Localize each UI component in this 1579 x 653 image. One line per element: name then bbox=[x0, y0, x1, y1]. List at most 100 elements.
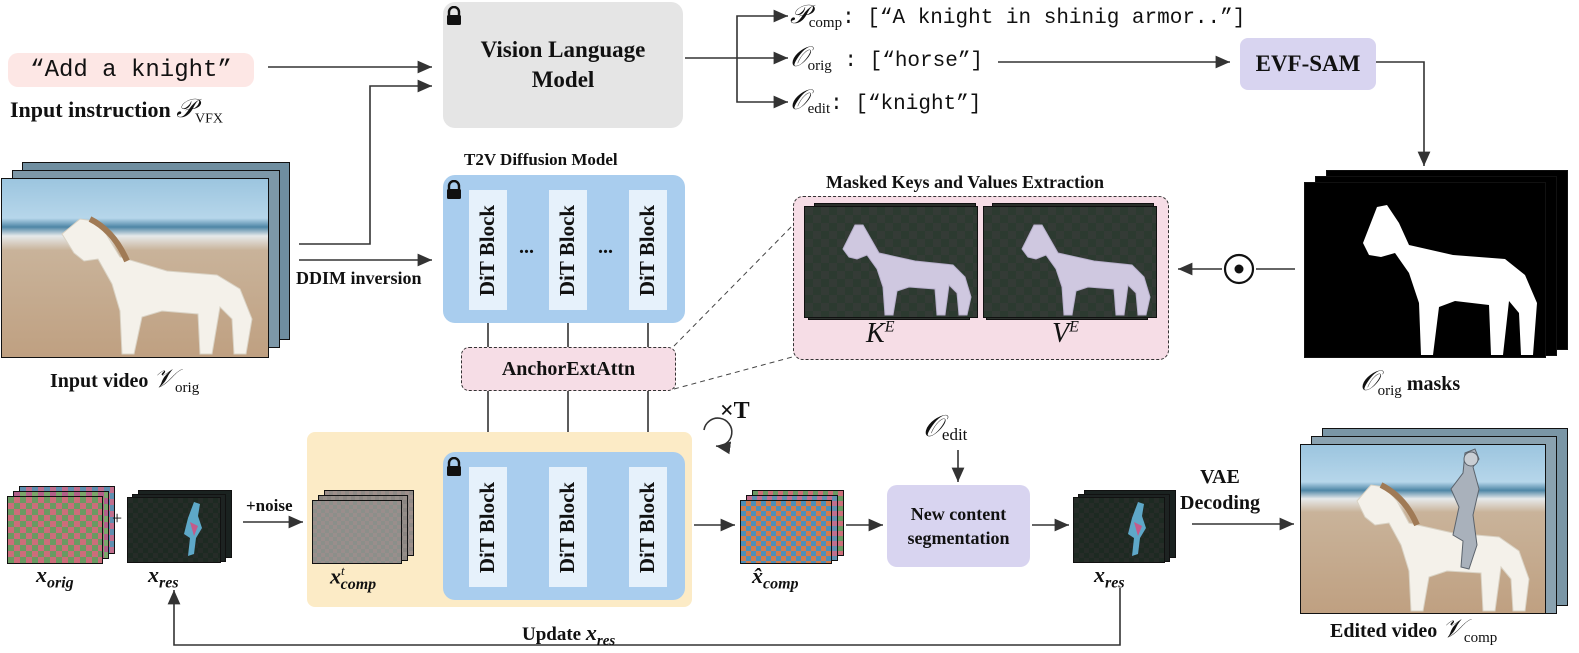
horse-image bbox=[61, 216, 253, 355]
knight-residual-image bbox=[184, 502, 202, 556]
masks-sub: orig bbox=[1377, 383, 1402, 399]
new-content-segmentation-box: New content segmentation bbox=[887, 485, 1030, 567]
x-res-frame bbox=[127, 497, 221, 563]
x-res-right-frame bbox=[1073, 497, 1165, 563]
dit-block: DiT Block bbox=[549, 467, 587, 587]
update-sym: x bbox=[585, 620, 597, 645]
input-video-frame bbox=[1, 178, 269, 358]
horse-key-image bbox=[842, 224, 972, 316]
edited-video-frame bbox=[1300, 444, 1546, 614]
x-res-right-sym: x bbox=[1094, 562, 1105, 587]
vae-decoding-label: VAE Decoding bbox=[1180, 466, 1260, 514]
key-frame bbox=[804, 206, 978, 318]
x-res-right-sub: res bbox=[1105, 574, 1125, 592]
mask-frame bbox=[1304, 182, 1546, 358]
key-label: KE bbox=[866, 318, 894, 350]
x-orig-frame bbox=[7, 496, 103, 564]
t2v-title: T2V Diffusion Model bbox=[464, 150, 618, 169]
dit-block: DiT Block bbox=[629, 467, 667, 587]
horse-knight-image bbox=[1356, 448, 1530, 612]
o-edit-input: 𝒪edit bbox=[923, 410, 967, 445]
value-sup: E bbox=[1069, 318, 1079, 336]
hadamard-icon bbox=[1223, 253, 1255, 285]
o-edit-value: : [“knight”] bbox=[830, 93, 982, 116]
x-comp-frame bbox=[312, 500, 402, 564]
lock-icon bbox=[447, 180, 461, 199]
o-orig-value: : [“horse”] bbox=[831, 50, 984, 73]
o-orig-output: 𝒪orig : [“horse”] bbox=[790, 42, 983, 75]
dit-block-label: DiT Block bbox=[475, 204, 500, 296]
dit-block-label: DiT Block bbox=[475, 481, 500, 573]
x-orig-label: xorig bbox=[36, 562, 74, 592]
x-res-label: xres bbox=[148, 562, 179, 592]
knight-residual-image bbox=[1128, 502, 1146, 556]
dit-block: DiT Block bbox=[469, 467, 507, 587]
dit-block-label: DiT Block bbox=[635, 481, 660, 573]
x-hat-sub: comp bbox=[763, 575, 799, 593]
update-label: Update xres bbox=[522, 620, 615, 650]
o-edit-top-sub: edit bbox=[941, 425, 968, 445]
vision-language-model-box: Vision Language Model bbox=[443, 2, 683, 128]
new-content-segmentation-label: New content segmentation bbox=[907, 504, 1010, 548]
masks-label-text: masks bbox=[1406, 373, 1461, 395]
o-edit-sym: 𝒪 bbox=[790, 85, 808, 116]
x-orig-sub: orig bbox=[47, 574, 74, 592]
edited-video-label: Edited video 𝒱comp bbox=[1330, 614, 1497, 647]
update-sub: res bbox=[596, 632, 616, 649]
dit-block-label: DiT Block bbox=[555, 481, 580, 573]
lock-icon bbox=[447, 457, 461, 476]
input-video-label-text: Input video bbox=[50, 370, 149, 392]
p-comp-sym: 𝒫 bbox=[790, 0, 809, 29]
dit-block-label: DiT Block bbox=[555, 204, 580, 296]
p-comp-sub: comp bbox=[808, 15, 843, 32]
value-label: VE bbox=[1052, 318, 1079, 350]
edited-video-label-text: Edited video bbox=[1330, 620, 1438, 642]
loop-count-label: ×T bbox=[720, 398, 750, 424]
instruction-sub: VFX bbox=[195, 111, 224, 127]
evf-sam-box: EVF-SAM bbox=[1240, 38, 1376, 90]
x-hat-frame bbox=[740, 500, 832, 564]
instruction-box: “Add a knight” bbox=[8, 53, 254, 87]
x-orig-sym: x bbox=[36, 562, 47, 587]
o-orig-sym: 𝒪 bbox=[790, 42, 808, 73]
horse-value-image bbox=[1021, 224, 1151, 316]
instruction-label-text: Input instruction bbox=[10, 97, 171, 122]
x-res-sym: x bbox=[148, 562, 159, 587]
instruction-label: Input instruction 𝒫VFX bbox=[10, 94, 223, 127]
lock-icon bbox=[447, 6, 461, 25]
input-video-sub: orig bbox=[175, 380, 200, 396]
update-label-text: Update bbox=[522, 624, 582, 645]
x-comp-sup: t bbox=[341, 563, 345, 578]
edited-video-sym: 𝒱 bbox=[1442, 614, 1464, 643]
plus-sign: + bbox=[112, 508, 123, 528]
p-comp-output: 𝒫comp: [“A knight in shinig armor..”] bbox=[790, 0, 1245, 32]
vlm-title: Vision Language Model bbox=[480, 37, 646, 92]
ddim-inversion-label: DDIM inversion bbox=[296, 268, 422, 288]
o-edit-output: 𝒪edit: [“knight”] bbox=[790, 85, 981, 118]
o-orig-sub: orig bbox=[807, 58, 832, 75]
instruction-sym: 𝒫 bbox=[176, 94, 196, 123]
x-res-right-label: xres bbox=[1094, 562, 1125, 592]
x-hat-sym: x̂ bbox=[752, 563, 763, 588]
x-comp-label: xtcomp bbox=[330, 563, 376, 594]
o-edit-top-sym: 𝒪 bbox=[923, 410, 942, 443]
masks-sym: 𝒪 bbox=[1360, 366, 1378, 397]
ellipsis: ... bbox=[598, 236, 613, 258]
x-comp-sym: x bbox=[330, 563, 341, 589]
dit-block: DiT Block bbox=[549, 190, 587, 310]
dit-block-label: DiT Block bbox=[635, 204, 660, 296]
key-sup: E bbox=[884, 318, 895, 336]
horse-mask-image bbox=[1363, 205, 1537, 355]
instruction-text: “Add a knight” bbox=[30, 56, 232, 84]
o-edit-sub: edit bbox=[807, 101, 831, 118]
dit-block: DiT Block bbox=[629, 190, 667, 310]
anchor-ext-attn-box: AnchorExtAttn bbox=[461, 347, 676, 391]
x-res-sub: res bbox=[159, 574, 179, 592]
key-sym: K bbox=[866, 318, 885, 349]
value-sym: V bbox=[1052, 318, 1070, 349]
ellipsis: ... bbox=[519, 236, 534, 258]
input-video-label: Input video 𝒱orig bbox=[50, 364, 199, 397]
evf-sam-label: EVF-SAM bbox=[1255, 51, 1361, 76]
x-comp-sub: comp bbox=[340, 575, 377, 593]
noise-label: +noise bbox=[246, 496, 293, 515]
